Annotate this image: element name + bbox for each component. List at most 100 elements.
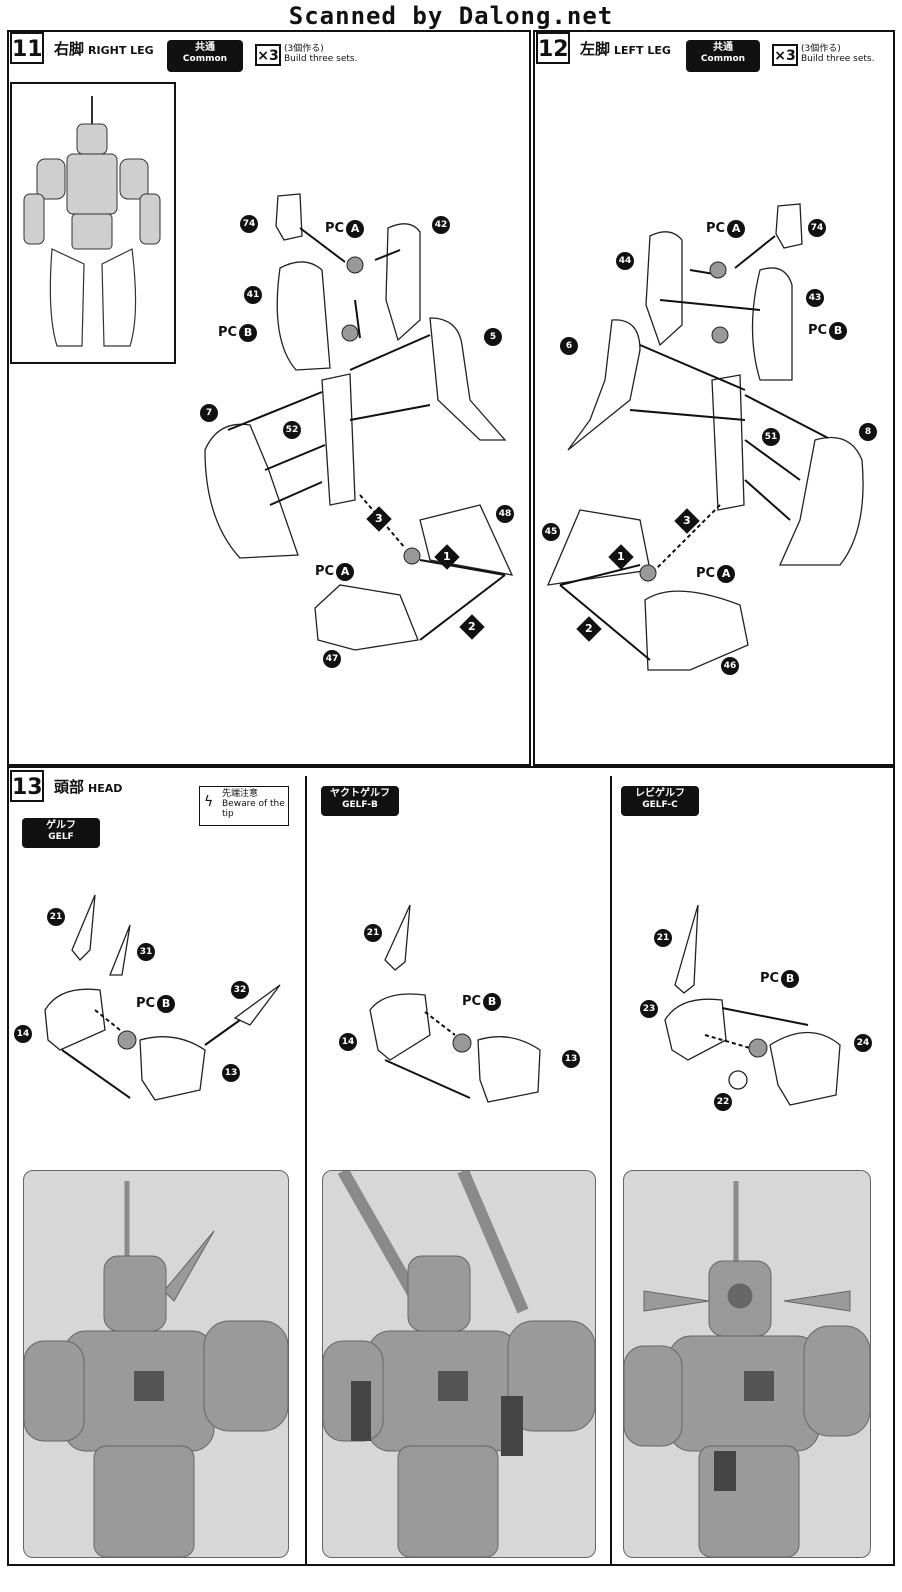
step-12-part-45: 45 — [542, 523, 560, 541]
step-11-title-jp: 右脚 — [54, 40, 85, 58]
step-12-part-46: 46 — [721, 657, 739, 675]
step-12-common-badge: 共通 Common — [686, 40, 760, 72]
variant-gelf-b-badge: ヤクトゲルフ GELF-B — [321, 786, 399, 816]
step-11-badge-jp: 共通 — [195, 42, 215, 53]
step-12-part-8: 8 — [859, 423, 877, 441]
step-12-title-en: LEFT LEG — [614, 44, 671, 57]
step-12-diagram — [546, 203, 864, 671]
pc-label: PC — [706, 221, 726, 236]
variant-gelf-badge: ゲルフ GELF — [22, 818, 100, 848]
pc-letter: B — [157, 995, 176, 1013]
pc-label: PC — [462, 994, 482, 1009]
reference-figure-illustration — [23, 96, 161, 347]
variant-gelf-c-badge: レビゲルフ GELF-C — [621, 786, 699, 816]
photo-gelf — [23, 1170, 289, 1558]
step-13-number: 13 — [10, 770, 44, 802]
step-11-number: 11 — [10, 32, 44, 64]
photo-gelf-robot — [24, 1181, 288, 1557]
head-gelf-part-31: 31 — [137, 943, 155, 961]
caution-jp: 先端注意 — [222, 789, 259, 799]
head-gelf-c-part-21: 21 — [654, 929, 672, 947]
head-gelf-part-21: 21 — [47, 908, 65, 926]
reference-figure-box — [10, 82, 176, 364]
photo-gelf-c-robot — [624, 1181, 870, 1557]
step-12-part-6: 6 — [560, 337, 578, 355]
variant-gelf-jp: ゲルフ — [46, 820, 76, 831]
step-11-note-jp: (3個作る) — [284, 44, 324, 54]
pc-label: PC — [136, 996, 156, 1011]
step-12-note-jp: (3個作る) — [801, 44, 841, 54]
step-13-head-diagrams — [44, 894, 841, 1106]
step-11-note-en: Build three sets. — [284, 54, 358, 64]
step-13-title-jp: 頭部 — [54, 778, 85, 796]
photo-gelf-b — [322, 1170, 596, 1558]
caution-box: ϟ 先端注意 Beware of the tip — [199, 786, 289, 826]
head-gelf-b-part-21: 21 — [364, 924, 382, 942]
step-13-frame — [7, 766, 895, 1566]
step-11-title-en: RIGHT LEG — [88, 44, 154, 57]
step-12-title-jp: 左脚 — [580, 40, 611, 58]
step-11-note: (3個作る) Build three sets. — [284, 44, 357, 64]
photo-gelf-c — [623, 1170, 871, 1558]
pc-letter: B — [829, 322, 848, 340]
warning-tip-icon: ϟ — [204, 794, 214, 810]
step-11-part-42: 42 — [432, 216, 450, 234]
pc-letter: A — [336, 563, 355, 581]
pc-label: PC — [315, 564, 335, 579]
step-13-title-en: HEAD — [88, 782, 123, 795]
step-11-part-7: 7 — [200, 404, 218, 422]
pc-letter: A — [717, 565, 736, 583]
step-11-part-47: 47 — [323, 650, 341, 668]
variant-gelf-b-en: GELF-B — [342, 800, 378, 810]
caution-en: Beware of the tip — [222, 799, 285, 819]
step-12-note: (3個作る) Build three sets. — [801, 44, 874, 64]
step-12-frame — [533, 30, 895, 766]
head-gelf-b-part-13: 13 — [562, 1050, 580, 1068]
head-gelf-part-14: 14 — [14, 1025, 32, 1043]
step-11-frame — [7, 30, 531, 766]
pc-label: PC — [808, 323, 828, 338]
step-12-badge-jp: 共通 — [713, 42, 733, 53]
step-12-part-74: 74 — [808, 219, 826, 237]
pc-letter: A — [727, 220, 746, 238]
watermark-text: Scanned by Dalong.net — [288, 2, 614, 30]
head-gelf-part-32: 32 — [231, 981, 249, 999]
pc-label: PC — [218, 325, 238, 340]
pc-letter: B — [483, 993, 502, 1011]
step-11-part-74: 74 — [240, 215, 258, 233]
step-12-multiplier: ×3 — [772, 44, 798, 66]
step-12-part-51: 51 — [762, 428, 780, 446]
step-12-part-43: 43 — [806, 289, 824, 307]
head-gelf-part-13: 13 — [222, 1064, 240, 1082]
pc-letter: A — [346, 220, 365, 238]
step-11-common-badge: 共通 Common — [167, 40, 243, 72]
divider-13-b — [610, 776, 612, 1566]
pc-label: PC — [325, 221, 345, 236]
step-12-number: 12 — [536, 32, 570, 64]
pc-letter: B — [239, 324, 258, 342]
step-11-part-5: 5 — [484, 328, 502, 346]
step-11-diagram — [204, 193, 514, 651]
pc-label: PC — [760, 971, 780, 986]
divider-13-a — [305, 776, 307, 1566]
step-12-badge-en: Common — [700, 54, 746, 64]
variant-gelf-b-jp: ヤクトゲルフ — [330, 788, 390, 799]
photo-gelf-b-robot — [323, 1171, 595, 1557]
head-gelf-c-part-23: 23 — [640, 1000, 658, 1018]
step-11-part-52: 52 — [283, 421, 301, 439]
step-11-multiplier: ×3 — [255, 44, 281, 66]
pc-label: PC — [696, 566, 716, 581]
head-gelf-c-part-22: 22 — [714, 1093, 732, 1111]
step-11-part-41: 41 — [244, 286, 262, 304]
